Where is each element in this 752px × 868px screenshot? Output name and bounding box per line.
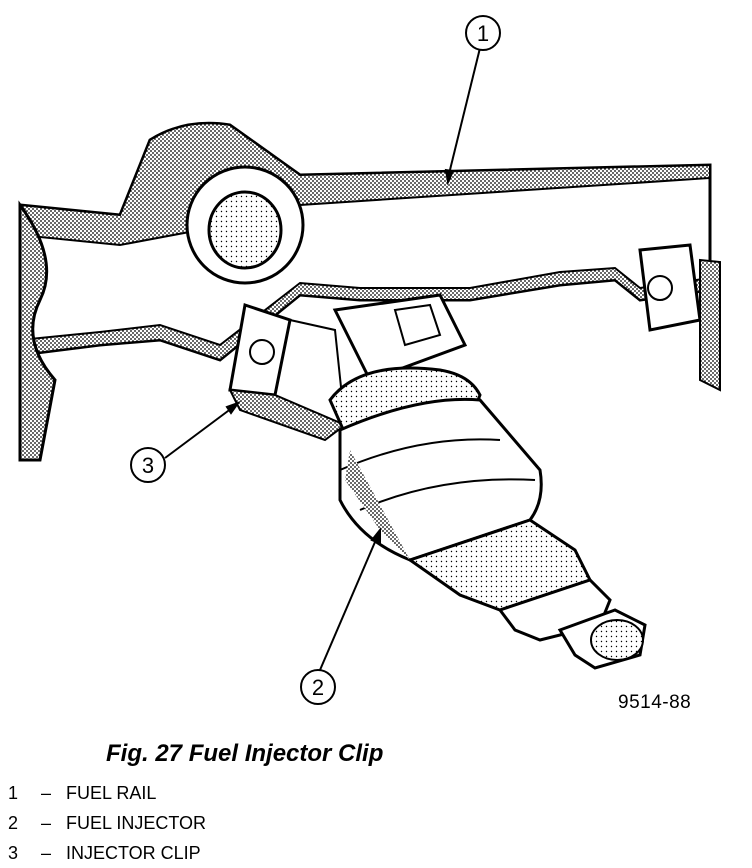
legend-number: 1 [8,783,19,803]
leader-lines [164,47,481,671]
legend-number: 3 [8,843,19,863]
callout-1: 1 [465,15,501,51]
legend-number: 2 [8,813,19,833]
callout-1-number: 1 [477,21,489,46]
fuel-injector [328,293,647,670]
callout-3: 3 [130,447,166,483]
legend-separator: – [40,783,51,803]
fuel-injector-illustration: 1 3 2 [18,15,721,705]
legend-item: 3 –INJECTOR CLIP [8,838,206,868]
legend-label: INJECTOR CLIP [66,843,201,863]
figure-code: 9514-88 [618,692,692,713]
legend-item: 2 –FUEL INJECTOR [8,808,206,838]
legend-list: 1–FUEL RAIL 2–FUEL INJECTOR 3–INJECTOR C… [8,778,206,868]
callout-2: 2 [300,669,336,705]
injector-clip [228,303,347,442]
legend-item: 1 –FUEL RAIL [8,778,206,808]
right-injector-clip [638,243,721,392]
legend-separator: – [40,843,51,863]
legend-separator: – [40,813,51,833]
callout-2-number: 2 [312,675,324,700]
figure-title: Fig. 27 Fuel Injector Clip [106,740,384,767]
legend-label: FUEL RAIL [66,783,157,803]
legend-label: FUEL INJECTOR [66,813,207,833]
callout-3-number: 3 [142,453,154,478]
